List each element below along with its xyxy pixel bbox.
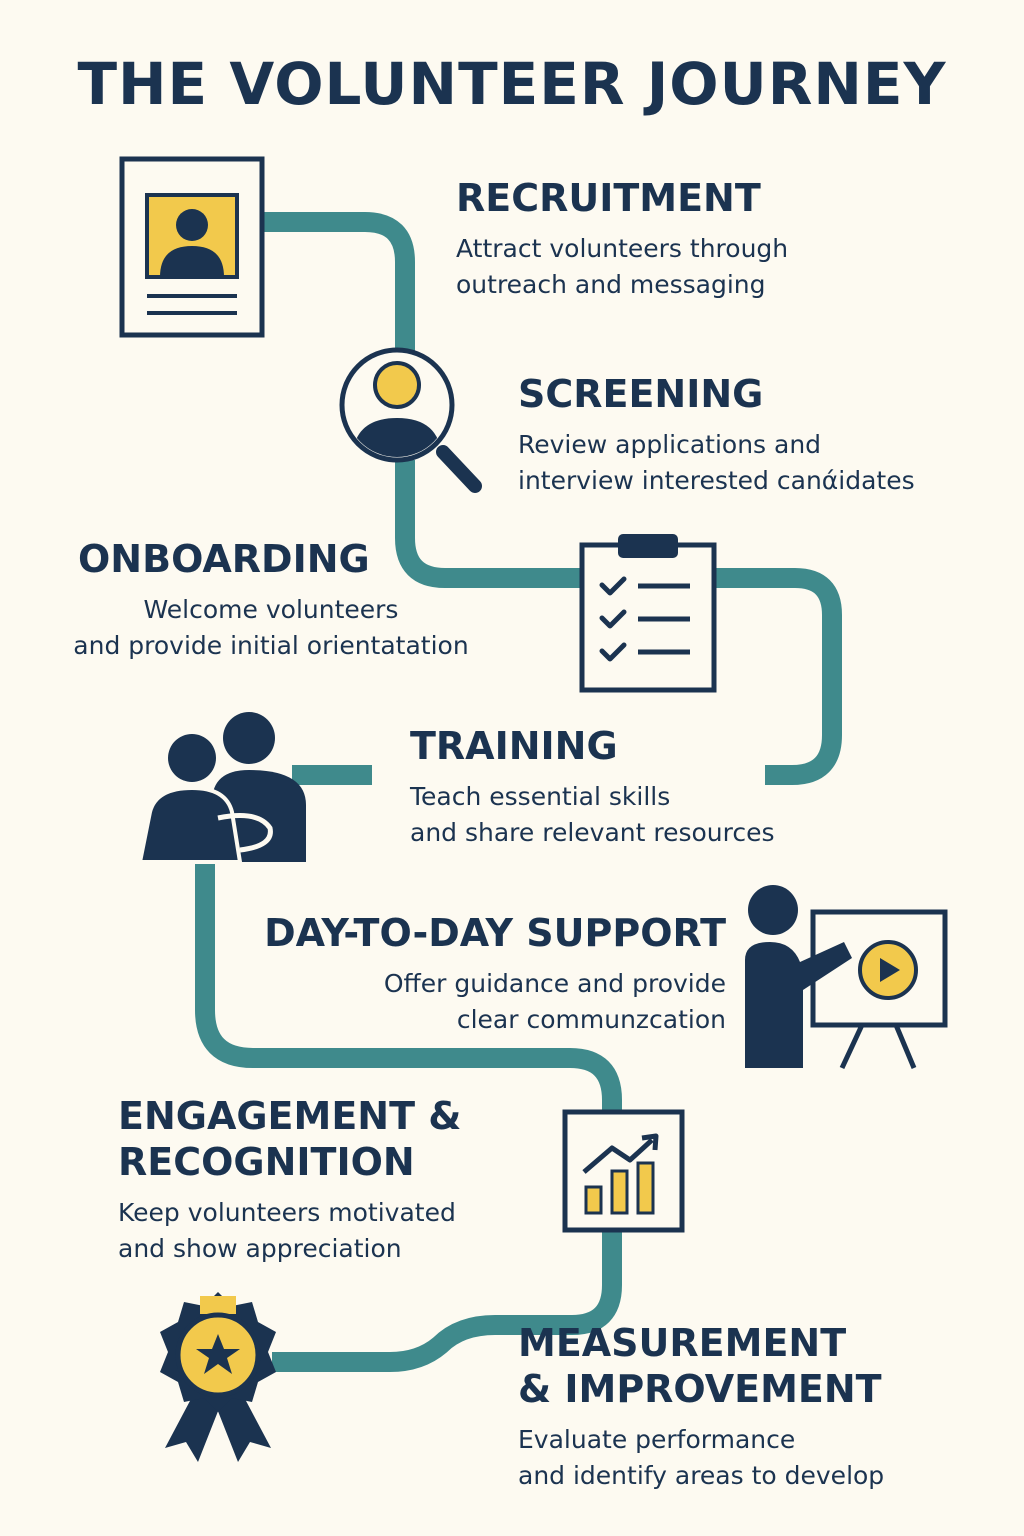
step-training: TRAINING Teach essential skills and shar… — [410, 723, 775, 851]
journey-path-line — [195, 212, 842, 1372]
step-description-line: Welcome volunteers — [143, 595, 399, 624]
step-description: Teach essential skills and share relevan… — [410, 779, 775, 851]
step-heading: ENGAGEMENT & RECOGNITION — [118, 1093, 461, 1185]
step-heading-line: SCREENING — [518, 372, 764, 416]
step-description: Keep volunteers motivated and show appre… — [118, 1195, 461, 1267]
step-description-line: clear communzcation — [456, 1005, 726, 1034]
step-heading-line: DAY-TO-DAY SUPPORT — [264, 911, 726, 955]
step-heading-line: ONBOARDING — [78, 537, 370, 581]
step-heading: RECRUITMENT — [456, 175, 788, 221]
recruitment-poster-icon — [119, 156, 265, 338]
magnifier-person-icon — [339, 347, 482, 493]
step-heading: DAY-TO-DAY SUPPORT — [230, 910, 726, 956]
two-people-icon — [137, 712, 306, 864]
step-heading-line: ENGAGEMENT & — [118, 1094, 462, 1138]
page-title: THE VOLUNTEER JOURNEY — [77, 50, 947, 118]
step-heading-line: RECRUITMENT — [456, 176, 761, 220]
step-description-line: Offer guidance and provide — [383, 969, 726, 998]
presenter-board-icon — [745, 885, 948, 1070]
step-heading-line: RECOGNITION — [118, 1140, 415, 1184]
step-description-line: interview interested canάidates — [518, 466, 915, 495]
step-description: Welcome volunteers and provide initial o… — [56, 592, 486, 664]
clipboard-checklist-icon — [579, 534, 717, 693]
step-measurement-improvement: MEASUREMENT & IMPROVEMENT Evaluate perfo… — [518, 1320, 884, 1494]
step-heading: SCREENING — [518, 371, 915, 417]
step-heading-line: MEASUREMENT — [518, 1321, 847, 1365]
step-description: Evaluate performance and identify areas … — [518, 1422, 884, 1494]
step-screening: SCREENING Review applications and interv… — [518, 371, 915, 499]
step-description-line: and identify areas to develop — [518, 1461, 885, 1490]
step-description: Attract volunteers through outreach and … — [456, 231, 788, 303]
step-heading: TRAINING — [410, 723, 775, 769]
step-heading: ONBOARDING — [78, 536, 498, 582]
step-description-line: Teach essential skills — [410, 782, 671, 811]
step-description-line: and show appreciation — [118, 1234, 402, 1263]
step-description-line: Keep volunteers motivated — [118, 1198, 456, 1227]
step-engagement-recognition: ENGAGEMENT & RECOGNITION Keep volunteers… — [118, 1093, 461, 1267]
step-description-line: and share relevant resources — [410, 818, 775, 847]
award-ribbon-icon — [160, 1292, 276, 1462]
step-heading: MEASUREMENT & IMPROVEMENT — [518, 1320, 884, 1412]
step-description: Offer guidance and provide clear communz… — [230, 966, 726, 1038]
step-description-line: Review applications and — [518, 430, 822, 459]
step-description-line: Evaluate performance — [518, 1425, 796, 1454]
step-description: Review applications and interview intere… — [518, 427, 915, 499]
bar-chart-icon — [562, 1109, 685, 1233]
step-recruitment: RECRUITMENT Attract volunteers through o… — [456, 175, 788, 303]
step-onboarding: ONBOARDING Welcome volunteers and provid… — [56, 536, 498, 664]
step-description-line: Attract volunteers through — [456, 234, 789, 263]
step-day-to-day-support: DAY-TO-DAY SUPPORT Offer guidance and pr… — [230, 910, 726, 1038]
step-description-line: outreach and messaging — [456, 270, 766, 299]
step-heading-line: TRAINING — [410, 724, 618, 768]
step-description-line: and provide initial orientatation — [73, 631, 469, 660]
step-heading-line: & IMPROVEMENT — [518, 1367, 882, 1411]
